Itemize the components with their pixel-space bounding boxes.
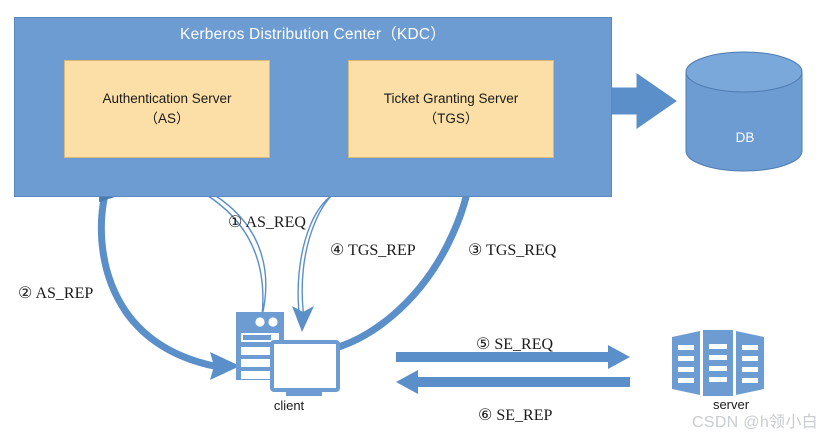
- authentication-server-box[interactable]: Authentication Server （AS）: [64, 60, 270, 158]
- server-label: server: [712, 397, 750, 412]
- client-label: client: [273, 398, 305, 413]
- flow-label-as-req: ① AS_REQ: [228, 214, 306, 231]
- authentication-server-line1: Authentication Server: [102, 91, 232, 107]
- flow-arrow-se-req: [396, 345, 630, 369]
- flow-label-se-req: ⑤ SE_REQ: [476, 336, 554, 353]
- flow-label-as-rep: ② AS_REP: [18, 285, 94, 302]
- authentication-server-line2: （AS）: [144, 111, 190, 126]
- desktop-computer-icon: [236, 312, 340, 396]
- flow-label-se-rep: ⑥ SE_REP: [478, 407, 553, 424]
- ticket-granting-server-line1: Ticket Granting Server: [383, 91, 519, 107]
- flow-label-tgs-req: ③ TGS_REQ: [468, 242, 557, 259]
- kdc-title: Kerberos Distribution Center（KDC）: [180, 26, 446, 43]
- ticket-granting-server-box[interactable]: Ticket Granting Server （TGS）: [348, 60, 554, 158]
- ticket-granting-server-line2: （TGS）: [423, 111, 479, 126]
- flow-label-tgs-rep: ④ TGS_REP: [330, 242, 416, 259]
- server-rack-icon: [672, 330, 764, 396]
- db-label: DB: [735, 130, 755, 145]
- database-cylinder-icon: [685, 51, 803, 172]
- flow-arrow-se-rep: [396, 370, 630, 394]
- csdn-watermark: CSDN @h领小白: [692, 414, 818, 431]
